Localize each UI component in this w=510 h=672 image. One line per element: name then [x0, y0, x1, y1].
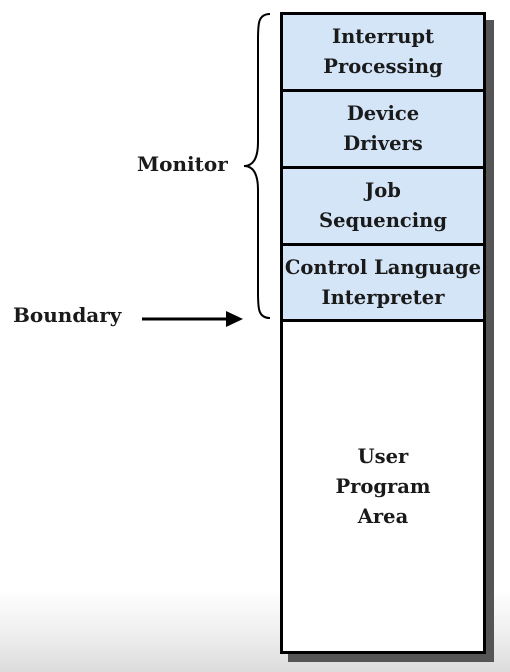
segment-device-drivers: Device Drivers [283, 92, 483, 169]
segment-job-sequencing: Job Sequencing [283, 169, 483, 246]
segment-user-program-area: User Program Area [283, 322, 483, 651]
segment-control-language-interpreter: Control Language Interpreter [283, 246, 483, 322]
segment-label-control-language-interpreter: Control Language Interpreter [284, 255, 482, 309]
segment-interrupt-processing: Interrupt Processing [283, 15, 483, 92]
monitor-brace [243, 13, 271, 319]
boundary-label: Boundary [13, 303, 122, 327]
segment-label-job-sequencing: Job Sequencing [319, 179, 447, 232]
memory-column: Interrupt Processing Device Drivers Job … [280, 12, 486, 654]
monitor-label: Monitor [137, 152, 228, 176]
boundary-arrow-head [226, 311, 243, 327]
segment-label-device-drivers: Device Drivers [343, 102, 423, 155]
segment-label-user-program-area: User Program Area [335, 444, 431, 528]
segment-label-interrupt-processing: Interrupt Processing [323, 25, 443, 78]
